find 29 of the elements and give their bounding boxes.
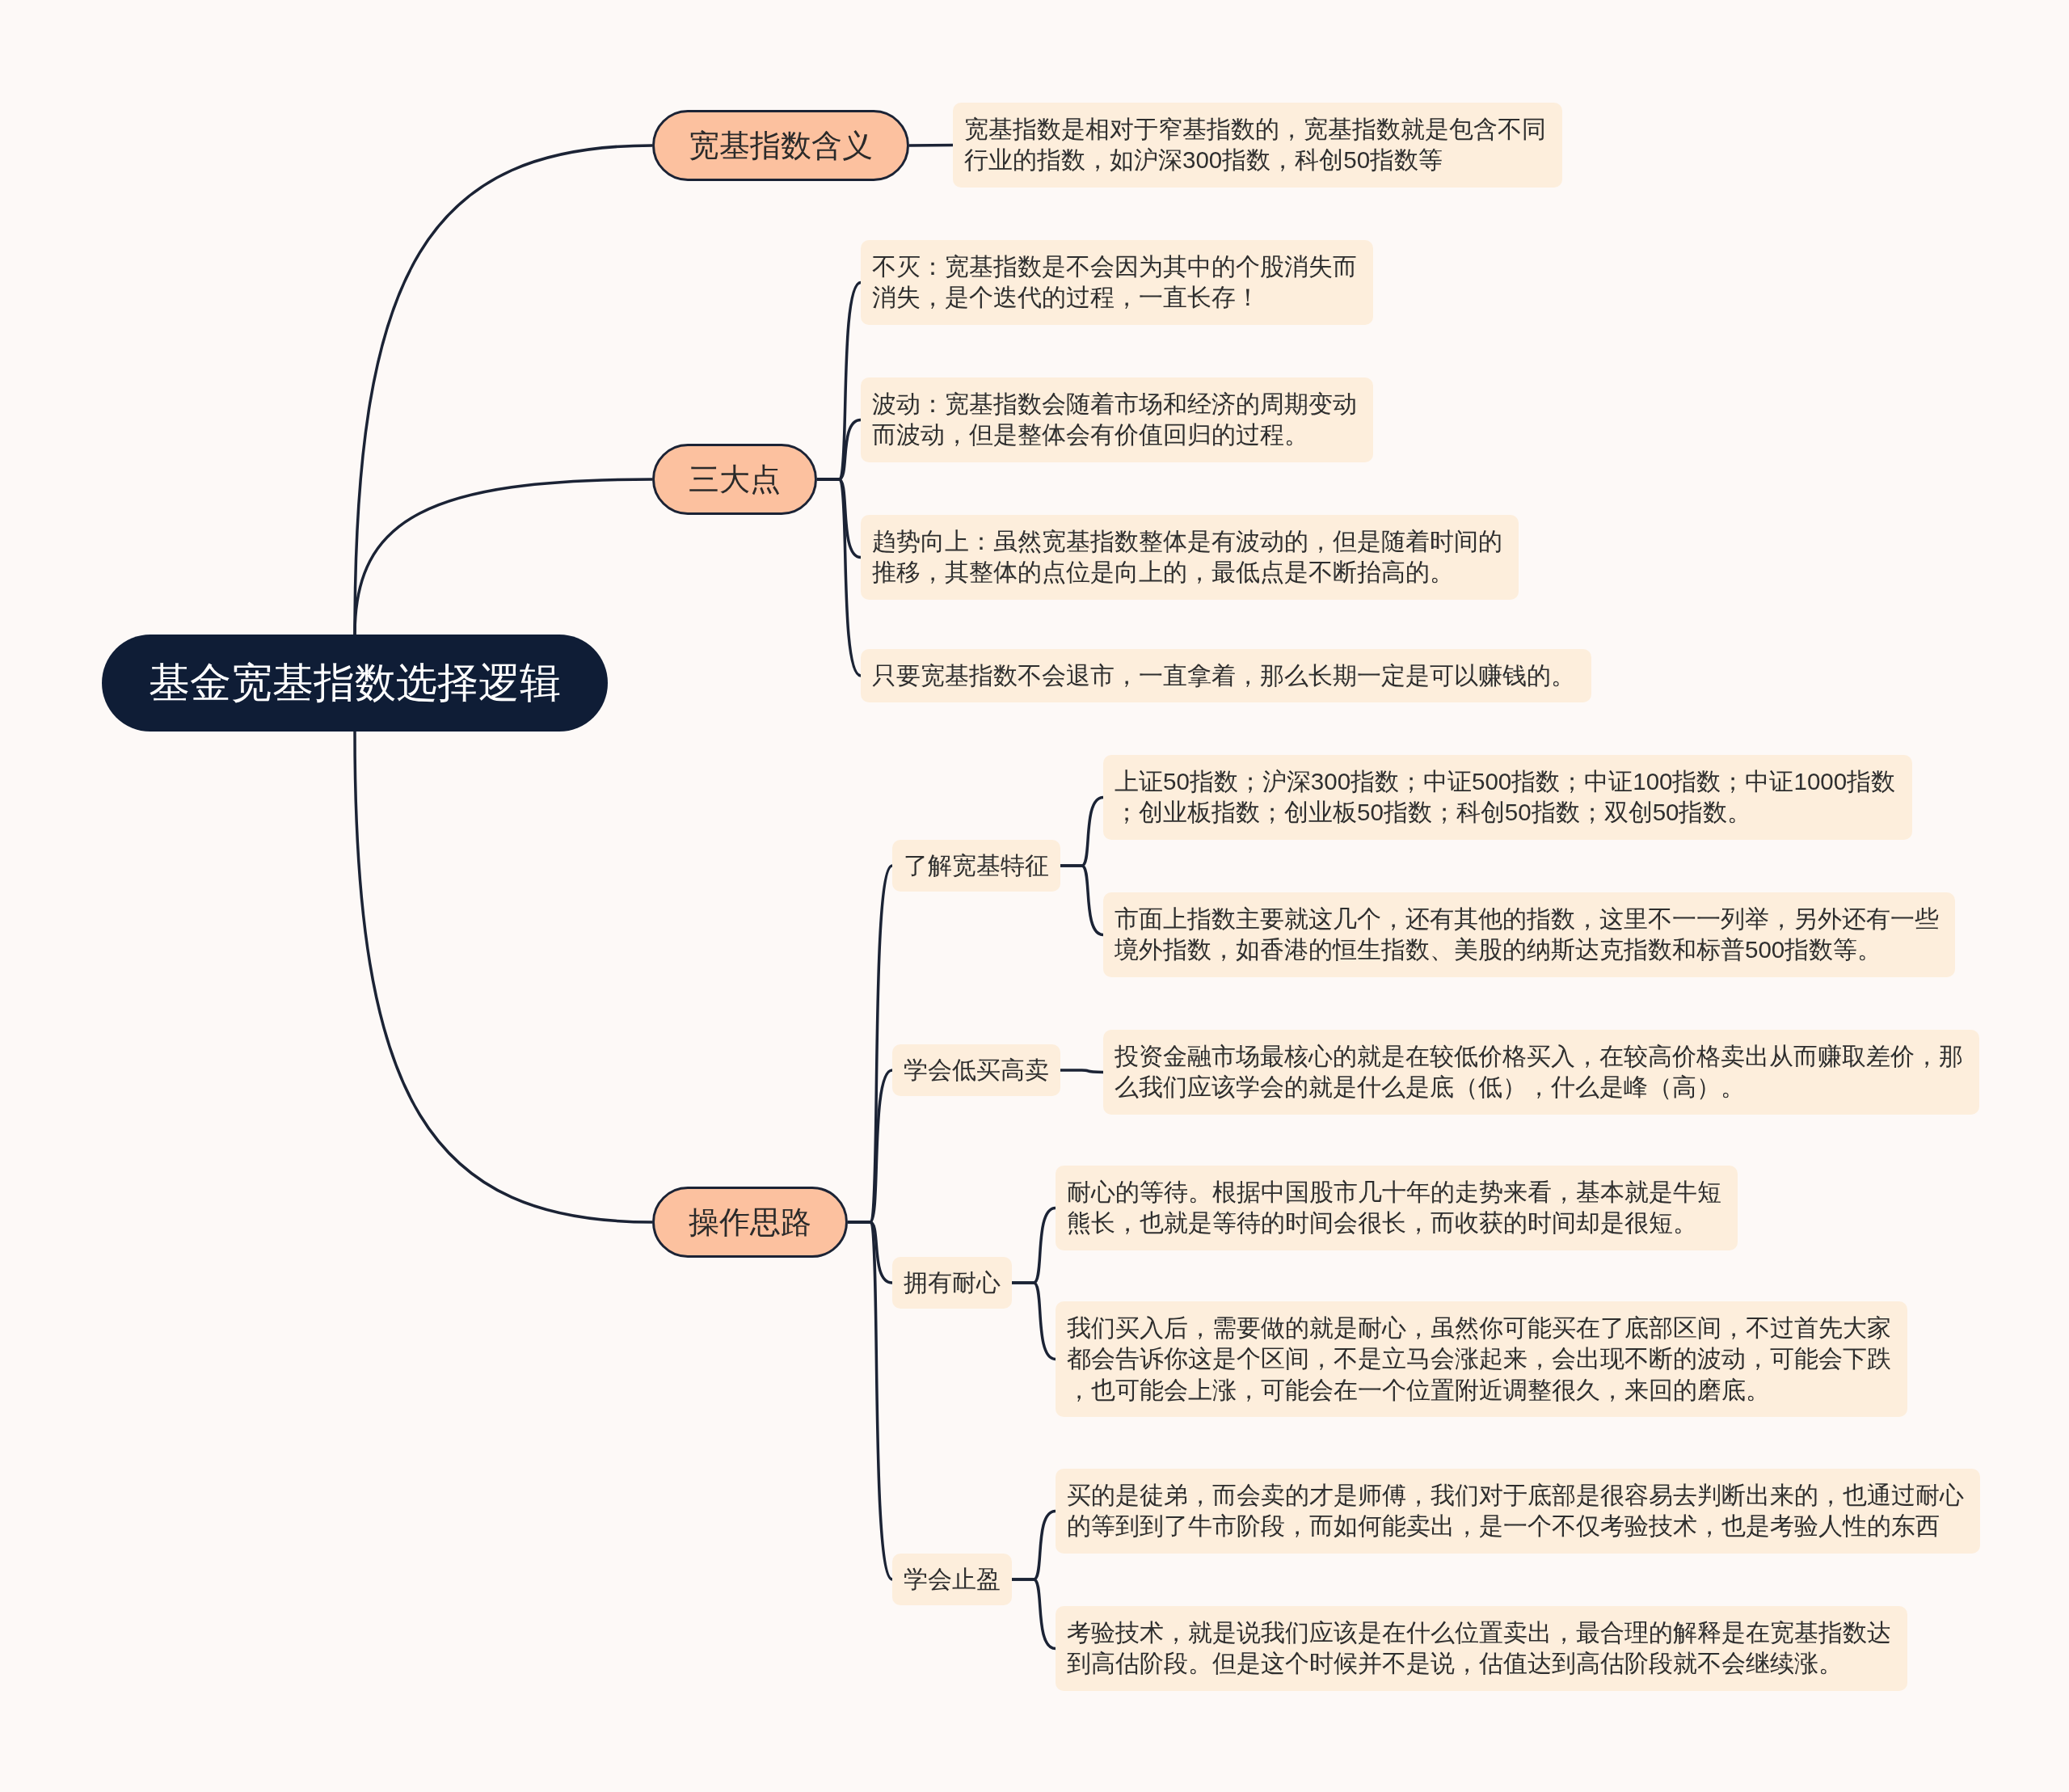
note-box: 买的是徒弟，而会卖的才是师傅，我们对于底部是很容易去判断出来的，也通过耐心的等到到了牛市阶段，而如何能卖出，是一个不仅考验技术，也是考验人性的东西 [1056, 1469, 1980, 1554]
note-box: 波动：宽基指数会随着市场和经济的周期变动而波动，但是整体会有价值回归的过程。 [861, 377, 1373, 462]
connector-line [1012, 1281, 1056, 1361]
connector-line [1060, 864, 1104, 937]
note-box: 投资金融市场最核心的就是在较低价格买入，在较高价格卖出从而赚取差价，那么我们应该学会的就是什么是底（低），什么是峰（高）。 [1103, 1030, 1979, 1115]
topic-pill: 操作思路 [652, 1187, 848, 1258]
note-box: 耐心的等待。根据中国股市几十年的走势来看，基本就是牛短熊长，也就是等待的时间会很长，而收获的时间却是很短。 [1056, 1166, 1738, 1250]
subtopic-box: 拥有耐心 [892, 1257, 1012, 1309]
note-box: 只要宽基指数不会退市，一直拿着，那么长期一定是可以赚钱的。 [861, 649, 1591, 703]
connector-line [1060, 1069, 1103, 1074]
subtopic-box: 了解宽基特征 [892, 840, 1060, 892]
note-box: 不灭：宽基指数是不会因为其中的个股消失而消失，是个迭代的过程，一直长存！ [861, 240, 1373, 325]
topic-pill: 宽基指数含义 [652, 110, 909, 181]
root-topic: 基金宽基指数选择逻辑 [102, 635, 608, 732]
connector-line [353, 731, 653, 1224]
connector-line [909, 143, 953, 147]
connector-line [817, 478, 862, 677]
topic-pill: 三大点 [652, 444, 817, 515]
connector-line [1012, 1578, 1056, 1651]
note-box: 我们买入后，需要做的就是耐心，虽然你可能买在了底部区间，不过首先大家都会告诉你这是个区间，不是立马会涨起来，会出现不断的波动，可能会下跌，也可能会上涨，可能会在一个位置附近调整很久，来回的磨底。 [1056, 1301, 1907, 1418]
subtopic-box: 学会止盈 [892, 1554, 1012, 1606]
note-box: 市面上指数主要就这几个，还有其他的指数，这里不一一列举，另外还有一些境外指数，如香港的恒生指数、美股的纳斯达克指数和标普500指数等。 [1103, 892, 1955, 977]
note-box: 考验技术，就是说我们应该是在什么位置卖出，最合理的解释是在宽基指数达到高估阶段。但是这个时候并不是说，估值达到高估阶段就不会继续涨。 [1056, 1606, 1907, 1691]
connector-line [848, 1221, 894, 1580]
note-box: 上证50指数；沪深300指数；中证500指数；中证100指数；中证1000指数；创业板指数；创业板50指数；科创50指数；双创50指数。 [1103, 755, 1912, 840]
subtopic-box: 学会低买高卖 [892, 1044, 1060, 1097]
connector-line [353, 478, 653, 635]
note-box: 宽基指数是相对于窄基指数的，宽基指数就是包含不同行业的指数，如沪深300指数，科创50指数等 [953, 103, 1562, 188]
note-box: 趋势向上：虽然宽基指数整体是有波动的，但是随着时间的推移，其整体的点位是向上的，最低点是不断抬高的。 [861, 515, 1519, 600]
